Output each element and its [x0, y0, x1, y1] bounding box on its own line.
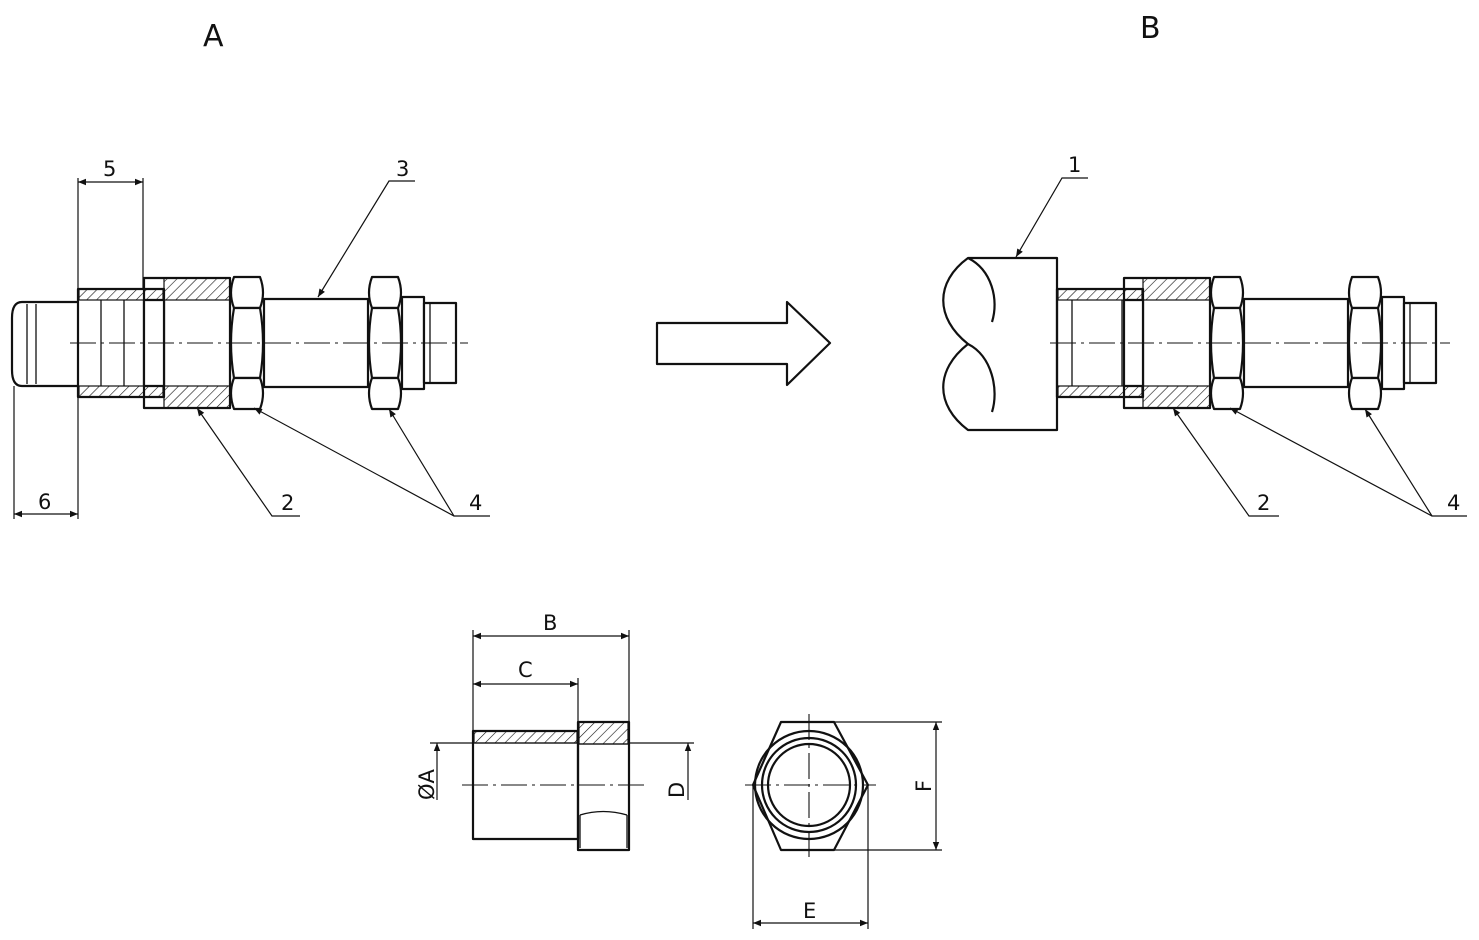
- leader-2: [196, 407, 300, 517]
- nut-wall-top: [163, 277, 231, 301]
- callout-2-b: 2: [1257, 491, 1270, 515]
- sleeve-wall-bottom-b: [1057, 385, 1143, 398]
- callout-6: 6: [38, 490, 51, 514]
- leader-3: [317, 180, 415, 298]
- dim-phia-label: ØA: [415, 768, 439, 800]
- view-b-assembly: 1 2 4: [942, 153, 1467, 517]
- nut-wall-bottom: [163, 385, 231, 409]
- callout-1: 1: [1068, 153, 1081, 177]
- detail-hex-wall: [578, 721, 629, 745]
- dim-d-label: D: [665, 782, 689, 798]
- view-b-title: B: [1140, 11, 1161, 46]
- workpiece-1: [942, 256, 1059, 432]
- leader-1: [1015, 177, 1088, 258]
- end-fitting: [10, 300, 78, 388]
- callout-5: 5: [103, 157, 116, 181]
- leader-4b: [388, 408, 455, 517]
- nut-wall-top-b: [1142, 277, 1211, 301]
- transition-arrow: [655, 300, 832, 387]
- sleeve-wall-top: [78, 288, 164, 301]
- sleeve-wall-bottom: [78, 385, 164, 398]
- dim-e-label: E: [803, 899, 816, 923]
- dim-c-label: C: [518, 658, 533, 682]
- callout-2: 2: [281, 491, 294, 515]
- dim-b-label: B: [543, 611, 557, 635]
- sleeve-wall-top-b: [1057, 288, 1143, 301]
- callout-4-b: 4: [1447, 491, 1460, 515]
- dim-f-label: F: [912, 780, 936, 792]
- leader-4b-b: [1364, 408, 1433, 517]
- leader-2-b: [1172, 407, 1279, 517]
- detail-side-view: B C ØA D: [415, 611, 694, 852]
- callout-3: 3: [396, 157, 409, 181]
- nut-wall-bottom-b: [1142, 385, 1211, 409]
- detail-end-view: E F: [745, 714, 942, 929]
- detail-sleeve-wall: [473, 730, 578, 744]
- view-a-assembly: 5 6 3 2 4: [10, 157, 490, 519]
- callout-4: 4: [469, 491, 482, 515]
- view-a-title: A: [203, 19, 224, 54]
